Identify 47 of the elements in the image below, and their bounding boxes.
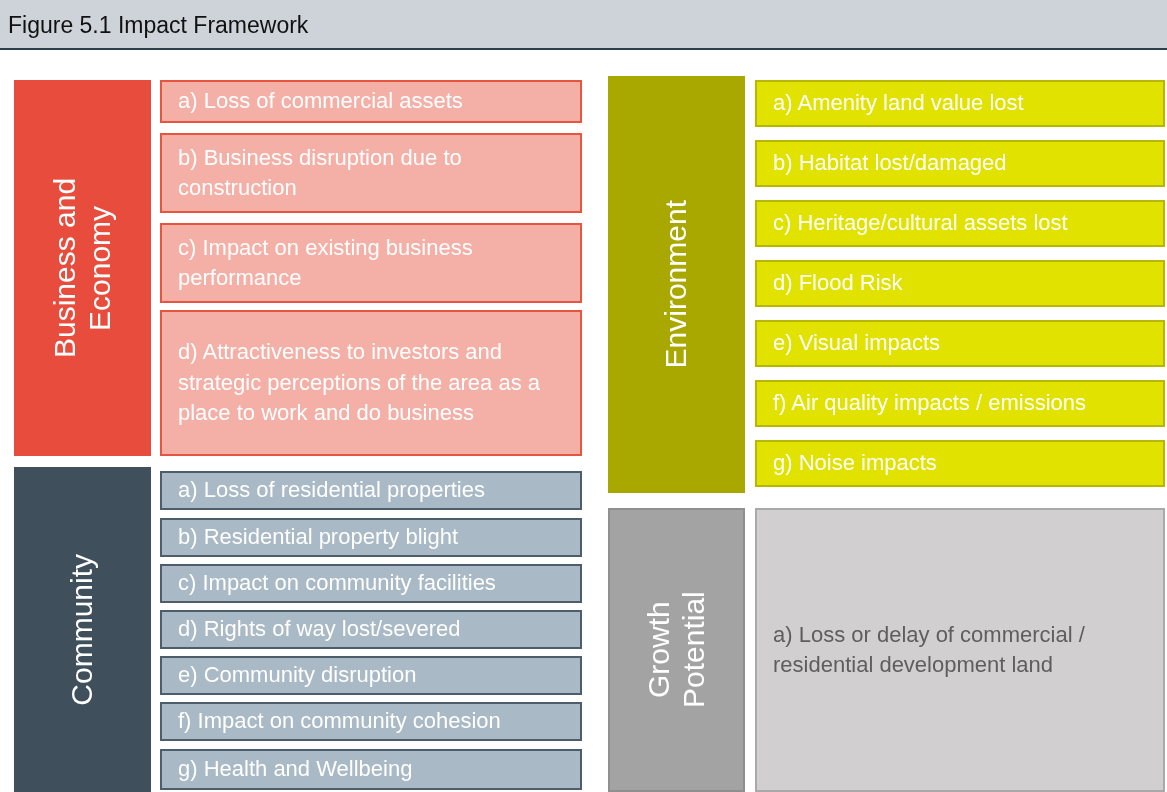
- category-box: [608, 508, 745, 792]
- impact-text: c) Heritage/cultural assets lost: [773, 209, 1068, 238]
- category-box: [14, 467, 151, 792]
- title: Figure 5.1 Impact Framework: [8, 12, 309, 39]
- impact-box: [755, 320, 1165, 367]
- impact-box: [755, 140, 1165, 187]
- impact-box: [160, 610, 582, 649]
- impact-text: g) Health and Wellbeing: [178, 755, 413, 784]
- impact-box: [160, 133, 582, 213]
- impact-box: [755, 380, 1165, 427]
- impact-box: [755, 440, 1165, 487]
- impact-text: b) Business disruption due to construction: [178, 143, 463, 202]
- category-box: [14, 80, 151, 456]
- impact-box: [160, 223, 582, 303]
- impact-text: g) Noise impacts: [773, 449, 937, 478]
- category-label: Environment: [659, 200, 694, 369]
- impact-text: f) Impact on community cohesion: [178, 707, 501, 736]
- impact-text: d) Flood Risk: [773, 269, 903, 298]
- impact-text: f) Air quality impacts / emissions: [773, 389, 1086, 418]
- impact-text: d) Rights of way lost/severed: [178, 615, 461, 644]
- impact-box: [160, 749, 582, 790]
- impact-box: [160, 656, 582, 695]
- impact-text: b) Habitat lost/damaged: [773, 149, 1007, 178]
- impact-box: [755, 200, 1165, 247]
- impact-box: [755, 80, 1165, 127]
- impact-box: [755, 260, 1165, 307]
- impact-box: [755, 508, 1165, 792]
- category-label: Growth Potential: [642, 590, 711, 711]
- impact-box: [160, 310, 582, 456]
- impact-box: [160, 518, 582, 557]
- impact-text: a) Loss of residential properties: [178, 476, 485, 505]
- impact-text: e) Community disruption: [178, 661, 417, 690]
- impact-text: b) Residential property blight: [178, 523, 459, 552]
- impact-text: d) Attractiveness to investors and strategic perceptions of the area as a place to work and do business: [178, 338, 541, 428]
- impact-text: c) Impact on community facilities: [178, 569, 496, 598]
- impact-text: e) Visual impacts: [773, 329, 941, 358]
- impact-text: a) Loss or delay of commercial / residential development land: [773, 620, 1086, 679]
- impact-box: [160, 471, 582, 510]
- impact-box: [160, 564, 582, 603]
- category-label: Business and Economy: [48, 176, 117, 361]
- category-box: [608, 76, 745, 493]
- impact-text: a) Amenity land value lost: [773, 89, 1024, 118]
- impact-box: [160, 702, 582, 741]
- impact-text: c) Impact on existing business performance: [178, 233, 474, 292]
- impact-box: [160, 80, 582, 123]
- impact-text: a) Loss of commercial assets: [178, 87, 463, 116]
- category-label: Community: [65, 553, 100, 706]
